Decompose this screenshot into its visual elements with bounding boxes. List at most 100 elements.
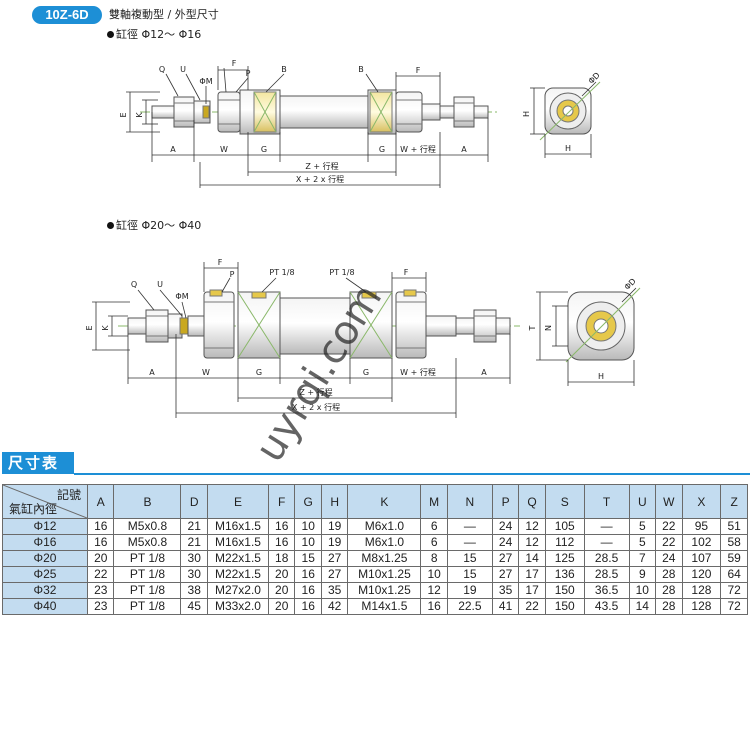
table-cell: 10 [628, 582, 657, 599]
table-cell: 12 [420, 582, 448, 599]
table-cell: 95 [681, 518, 722, 535]
dim-H-side: H [522, 111, 531, 117]
table-cell: 10 [420, 566, 448, 583]
row-bore-cell: Φ20 [2, 550, 88, 567]
table-cell: M10x1.25 [347, 566, 422, 583]
dim2-N: N [544, 325, 553, 331]
table-cell: 35 [491, 582, 520, 599]
section-divider [74, 473, 750, 475]
table-cell: 16 [420, 598, 448, 615]
table-cell: 20 [86, 550, 115, 567]
dim-F-right: F [416, 66, 421, 75]
dim2-Z: Z + 行程 [299, 387, 332, 397]
table-cell: 120 [681, 566, 722, 583]
col-header: B [113, 484, 182, 519]
table-cell: M22x1.5 [206, 550, 269, 567]
table-cell: 15 [294, 550, 322, 567]
label-B-left: B [281, 65, 287, 74]
table-cell: 5 [628, 518, 657, 535]
table-cell: 6 [420, 534, 448, 551]
table-cell: PT 1/8 [113, 582, 182, 599]
row-bore-cell: Φ40 [2, 598, 88, 615]
label2-PhiM: ΦM [175, 292, 188, 301]
table-cell: M6x1.0 [347, 534, 422, 551]
table-cell: 16 [86, 534, 115, 551]
table-cell: 16 [294, 598, 322, 615]
table-cell: M16x1.5 [206, 534, 269, 551]
drawing1-side-view: H H ΦD [522, 71, 602, 158]
table-cell: 16 [86, 518, 115, 535]
table-cell: 12 [518, 518, 546, 535]
table-cell: 41 [491, 598, 520, 615]
table-cell: 30 [180, 550, 208, 567]
page-title: 雙軸複動型 / 外型尺寸 [109, 8, 219, 21]
drawing2-front-view: A W G G W + 行程 A Z + 行程 X + 2 x 行程 F F Q… [85, 258, 641, 470]
dim-K: K [135, 112, 144, 118]
dim2-H-bottom: H [598, 372, 604, 381]
table-cell: 105 [544, 518, 585, 535]
row-bore-cell: Φ16 [2, 534, 88, 551]
table-cell: 27 [491, 550, 520, 567]
table-cell: 22 [655, 534, 683, 551]
drawing1-caption-text: 缸徑 Φ12～ Φ16 [116, 28, 202, 41]
table-cell: 14 [628, 598, 657, 615]
table-cell: 28 [655, 566, 683, 583]
table-cell: 30 [180, 566, 208, 583]
table-cell: M22x1.5 [206, 566, 269, 583]
table-cell: 128 [681, 598, 722, 615]
table-cell: 28.5 [583, 566, 630, 583]
table-corner-cell: 記號 氣缸內徑 [2, 484, 88, 519]
table-cell: 5 [628, 534, 657, 551]
table-cell: 24 [491, 518, 520, 535]
table-cell: 20 [267, 566, 296, 583]
col-header: G [294, 484, 322, 519]
table-cell: — [583, 534, 630, 551]
bullet-icon [107, 222, 114, 229]
table-cell: 22 [86, 566, 115, 583]
label2-U: U [157, 280, 163, 289]
table-cell: 9 [628, 566, 657, 583]
dim2-G-left: G [256, 368, 262, 377]
col-header: F [267, 484, 296, 519]
table-cell: 27 [320, 550, 349, 567]
col-header: X [681, 484, 722, 519]
label2-PhiD: ΦD [623, 277, 638, 292]
table-cell: M5x0.8 [113, 534, 182, 551]
col-header: E [206, 484, 269, 519]
col-header: A [86, 484, 115, 519]
table-cell: 36.5 [583, 582, 630, 599]
table-cell: 16 [267, 534, 296, 551]
table-cell: 58 [720, 534, 748, 551]
table-cell: — [583, 518, 630, 535]
table-cell: PT 1/8 [113, 598, 182, 615]
col-header: K [347, 484, 422, 519]
table-cell: 12 [518, 534, 546, 551]
dim-A-right: A [461, 145, 467, 154]
corner-label-bore: 氣缸內徑 [9, 502, 58, 516]
table-cell: M16x1.5 [206, 518, 269, 535]
dim-F-left: F [232, 59, 237, 68]
table-cell: M10x1.25 [347, 582, 422, 599]
label2-P: P [230, 270, 235, 279]
col-header: N [446, 484, 493, 519]
corner-label-symbol: 記號 [56, 488, 81, 502]
table-cell: 14 [518, 550, 546, 567]
series-badge: 10Z-6D [32, 6, 102, 24]
col-header: S [544, 484, 585, 519]
table-cell: 35 [320, 582, 349, 599]
table-header-row: 記號 氣缸內徑 A B D E F G H K M N P Q S T U W … [2, 484, 748, 519]
table-cell: 27 [491, 566, 520, 583]
col-header: T [583, 484, 630, 519]
label2-PT-left: PT 1/8 [269, 268, 294, 277]
col-header: M [420, 484, 448, 519]
label-P: P [246, 69, 251, 78]
table-cell: 16 [267, 518, 296, 535]
table-cell: 16 [294, 582, 322, 599]
dim-W-stroke: W + 行程 [400, 144, 436, 154]
dim2-A-left: A [149, 368, 155, 377]
table-cell: 51 [720, 518, 748, 535]
table-cell: 125 [544, 550, 585, 567]
table-cell: 43.5 [583, 598, 630, 615]
